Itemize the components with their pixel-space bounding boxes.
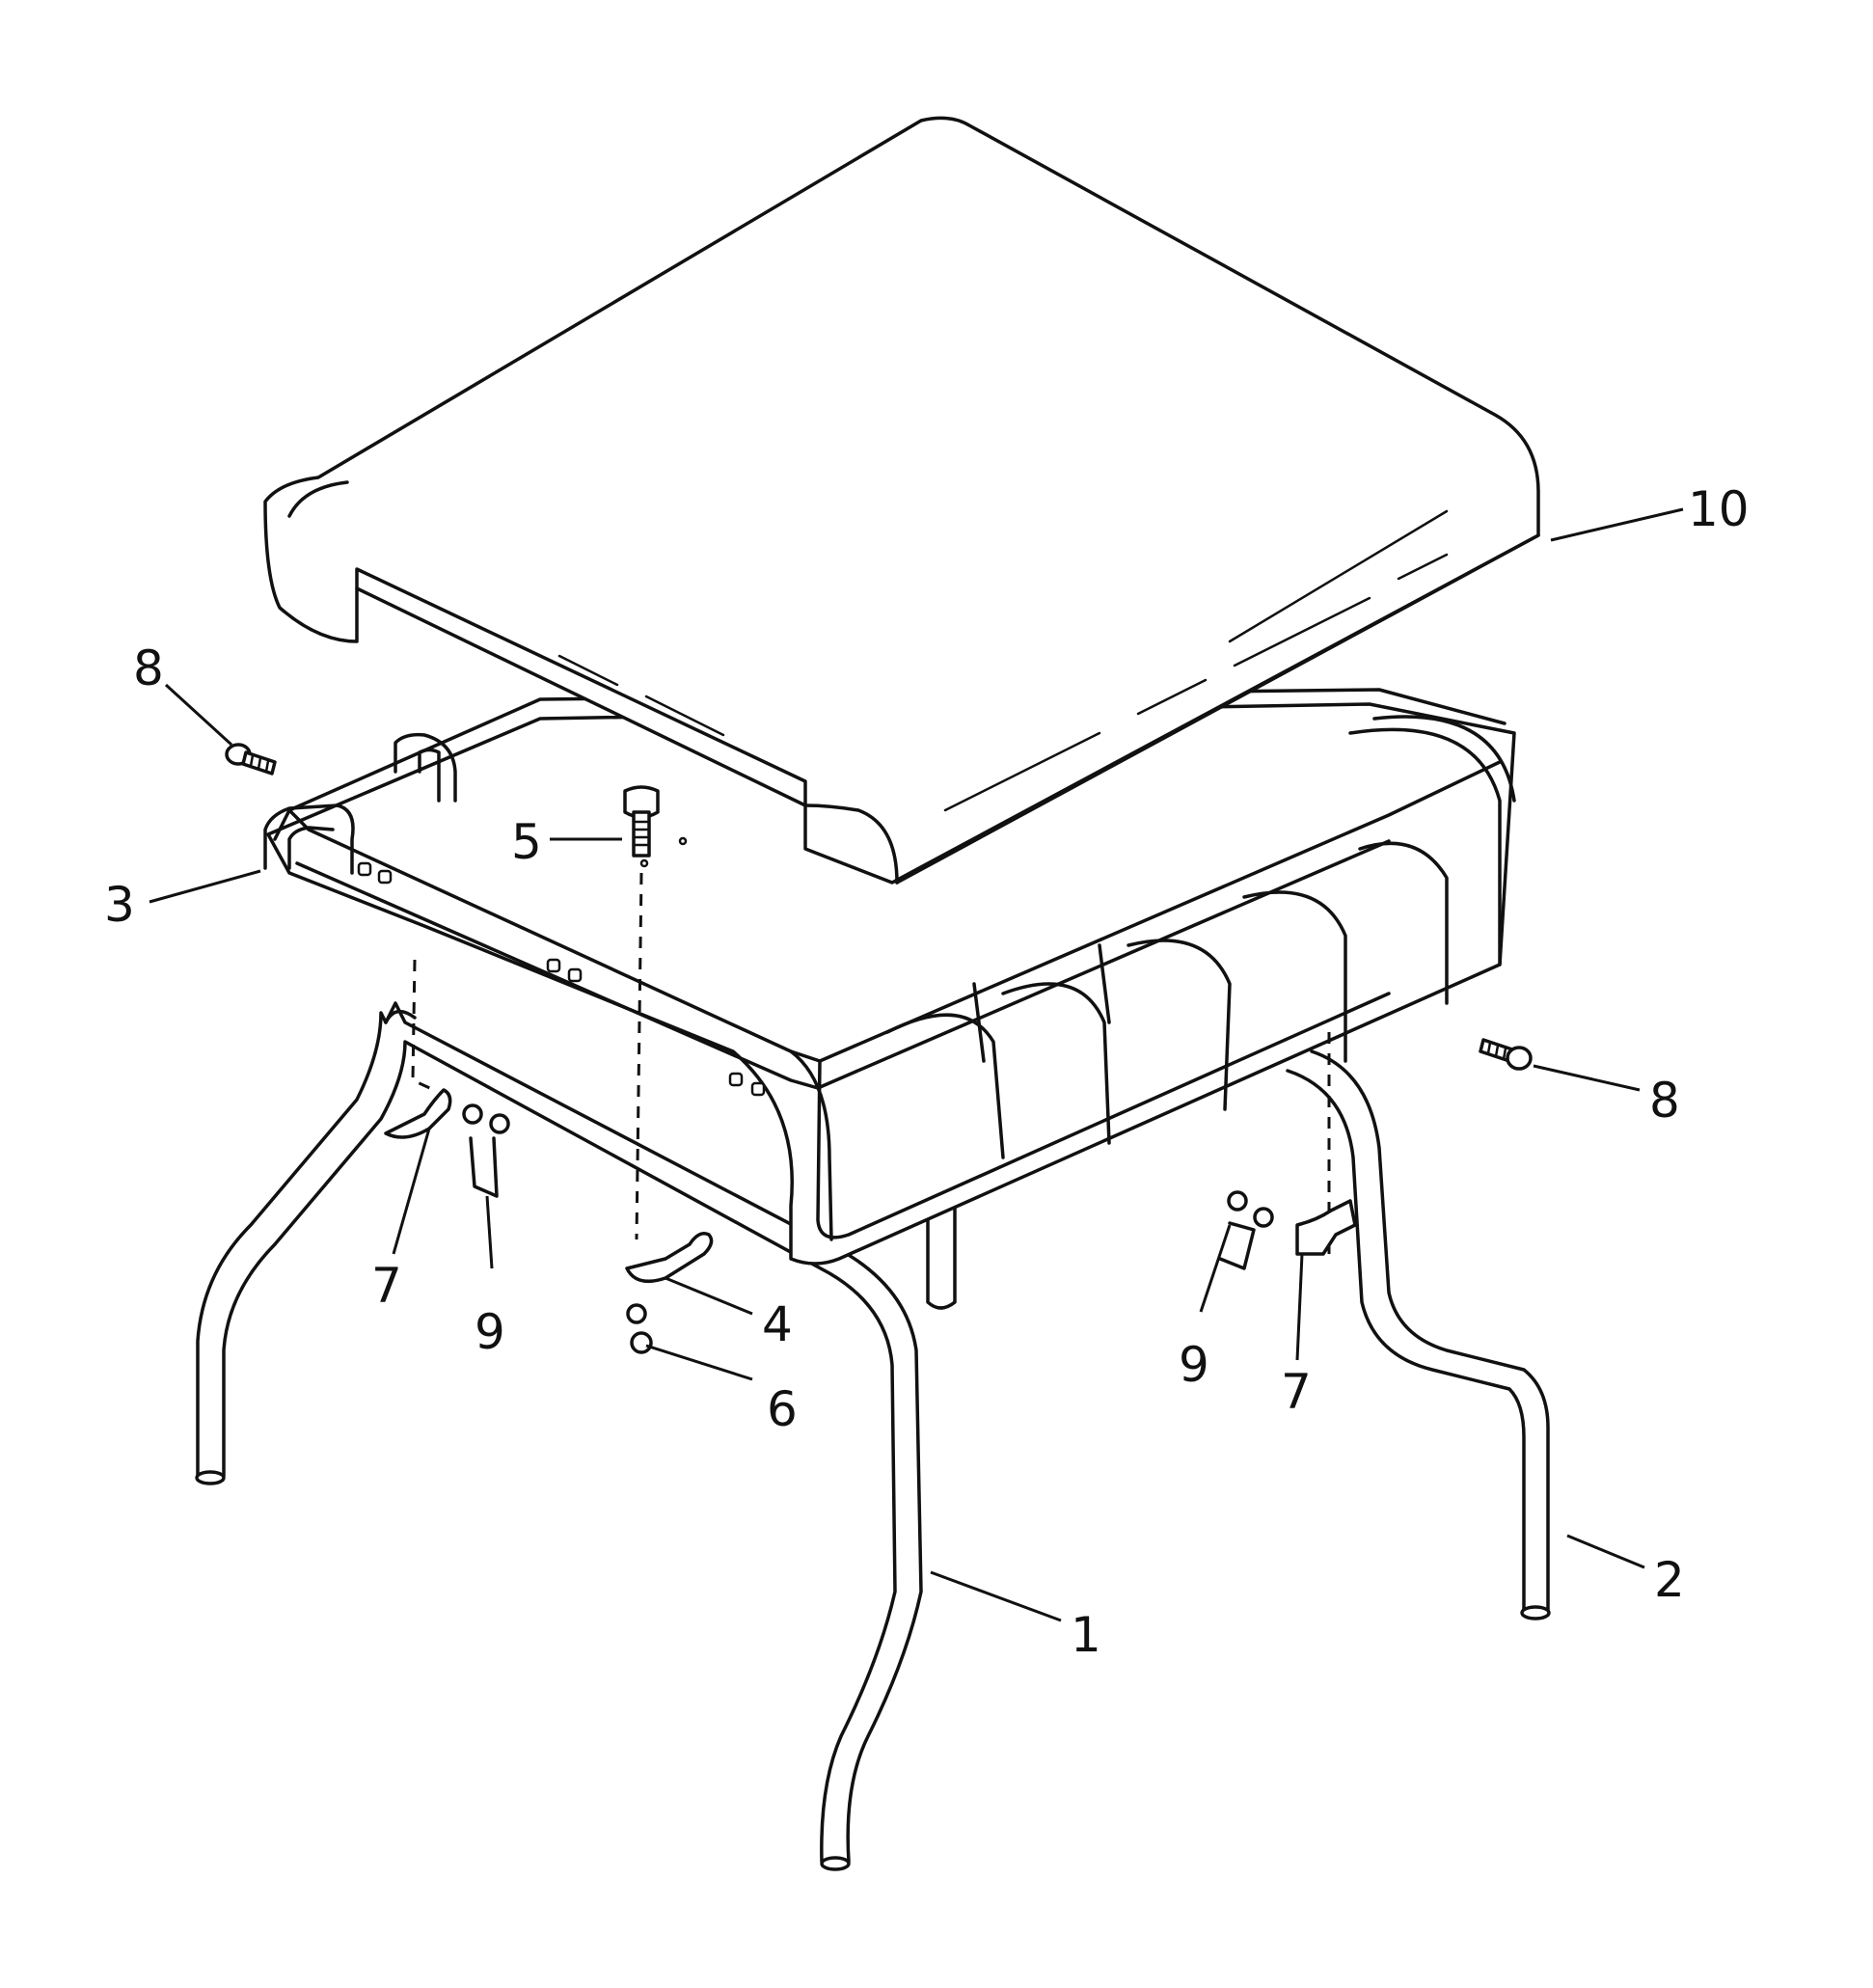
callout-7b: 7 xyxy=(1281,1364,1312,1420)
callout-8a: 8 xyxy=(133,640,164,696)
right-clamp-and-nuts xyxy=(1218,1032,1357,1270)
callout-1: 1 xyxy=(1071,1607,1101,1663)
clamp-center xyxy=(625,1232,714,1284)
nuts-center xyxy=(626,1303,653,1354)
callout-6: 6 xyxy=(767,1381,798,1437)
callout-3: 3 xyxy=(104,877,135,933)
callout-8b: 8 xyxy=(1649,1073,1680,1129)
front-roll-bar xyxy=(195,1001,923,1871)
callout-4: 4 xyxy=(762,1296,793,1352)
bolt-center xyxy=(623,785,688,1240)
seat-cushion xyxy=(263,116,1540,885)
frame-holes xyxy=(357,861,766,1097)
callout-2: 2 xyxy=(1654,1552,1685,1608)
left-clamp-and-nuts xyxy=(384,959,510,1198)
callout-5: 5 xyxy=(511,814,542,870)
callout-9b: 9 xyxy=(1179,1337,1209,1393)
bolt-right xyxy=(1479,1038,1533,1071)
callout-9a: 9 xyxy=(475,1304,505,1360)
seat-frame xyxy=(263,688,1516,1266)
callout-7a: 7 xyxy=(371,1258,402,1314)
rear-roll-bar xyxy=(926,1049,1551,1620)
callout-10: 10 xyxy=(1688,481,1750,537)
callout-labels: 1 2 3 4 5 6 7 7 8 8 9 9 10 xyxy=(104,481,1750,1663)
bolt-left xyxy=(225,743,277,776)
leader-lines xyxy=(149,507,1684,1622)
